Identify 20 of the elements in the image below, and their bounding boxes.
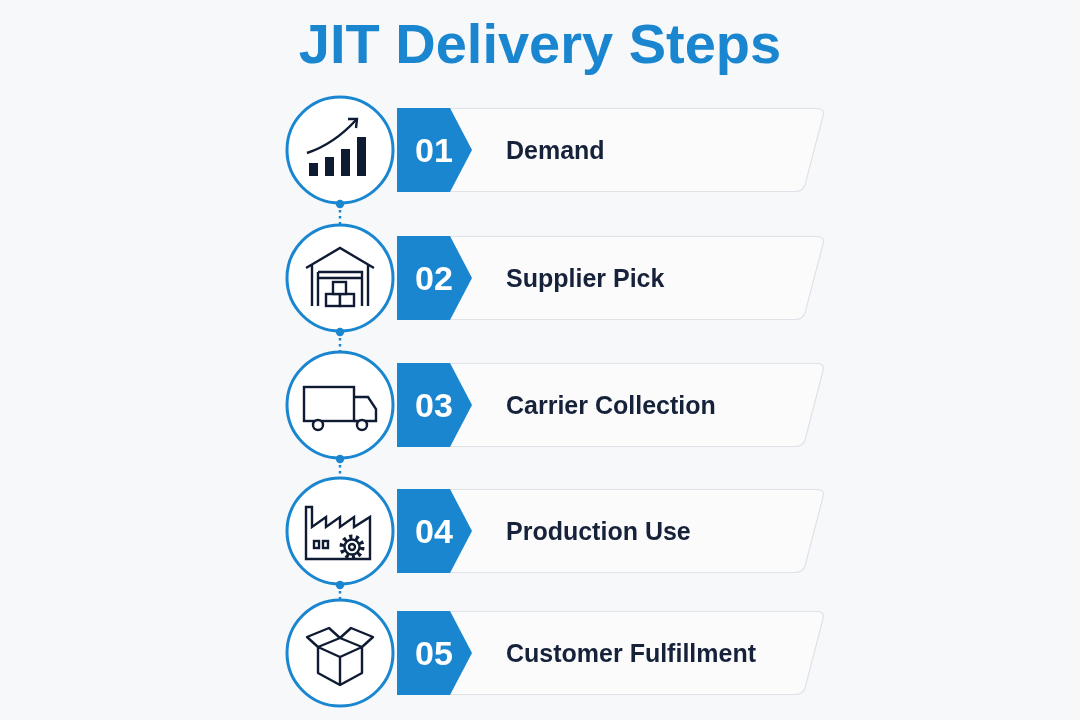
step-banner	[397, 611, 827, 695]
dotted-connector	[335, 327, 345, 351]
step-number: 04	[414, 511, 454, 552]
dotted-connector	[335, 199, 345, 224]
title: JIT Delivery Steps	[297, 11, 783, 77]
step-number: 03	[414, 385, 454, 426]
step-label: Customer Fulfillment	[506, 638, 756, 669]
step-number: 01	[414, 130, 454, 171]
dotted-connector	[335, 454, 345, 477]
step-number: 02	[414, 258, 454, 299]
step-label: Demand	[506, 135, 605, 166]
step-number: 05	[414, 633, 454, 674]
step-banner	[397, 489, 827, 573]
step-label: Supplier Pick	[506, 263, 665, 294]
step-banner	[397, 108, 827, 192]
step-banner	[397, 236, 827, 320]
step-label: Production Use	[506, 516, 691, 547]
step-label: Carrier Collection	[506, 390, 716, 421]
step-banner	[397, 363, 827, 447]
dotted-connector	[335, 580, 345, 599]
